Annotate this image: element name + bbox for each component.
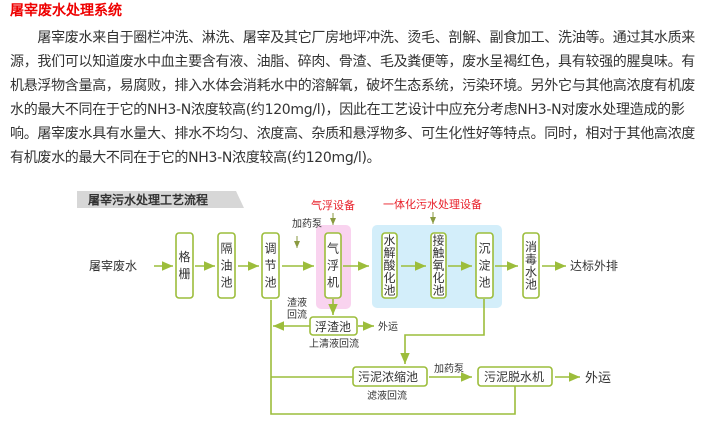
haul-away2-label: 外运	[585, 371, 611, 386]
sludge-dewaterer: 污泥脱水机	[484, 369, 544, 384]
input-label: 屠宰废水	[89, 258, 137, 273]
flow-arrows	[154, 261, 580, 415]
dosing-pump2-label: 加药泵	[434, 363, 464, 375]
haul-away-label: 外运	[378, 321, 398, 333]
process-unit-1: 隔油池	[220, 242, 232, 290]
paragraph-line: 机悬浮物含量高，易腐败，排入水体会消耗水中的溶解氧，破坏生态系统，污染环境。另外…	[10, 78, 695, 94]
dosing-pump-label: 加药泵	[292, 218, 322, 230]
paragraph-line: 响。屠宰废水具有水量大、排水不均匀、浓度高、杂质和悬浮物多、可生化性好等特点。同…	[10, 126, 695, 142]
paragraph-line: 源，我们可以知道废水中血主要含有液、油脂、碎肉、骨渣、毛及粪便等，废水呈褐红色，…	[10, 54, 695, 70]
sludge-thickener: 污泥浓缩池	[358, 369, 418, 384]
banner-bg	[77, 191, 244, 208]
process-unit-3: 气浮机	[327, 241, 339, 290]
process-unit-2: 调节池	[264, 242, 276, 290]
description-paragraph: 屠宰废水来自于圈栏冲洗、淋洗、屠宰及其它厂房地坪冲洗、烫毛、剖解、副食加工、洗油…	[10, 26, 719, 170]
unit-boxes	[175, 232, 553, 387]
paragraph-line: 水的最大不同在于它的NH3-N浓度较高(约120mg/l)，因此在工艺设计中应充…	[10, 102, 685, 118]
supernatant-return-label: 上清液回流	[309, 337, 359, 350]
scum-return-label: 渣液回流	[287, 296, 307, 321]
float-equipment-label: 气浮设备	[311, 198, 355, 212]
scum-tank: 浮渣池	[315, 320, 351, 334]
integrated-equipment-label: 一体化污水处理设备	[383, 197, 482, 211]
filtrate-return-label: 滤液回流	[367, 389, 407, 402]
process-unit-4: 水解酸化池	[383, 234, 395, 298]
process-unit-6: 沉淀池	[478, 242, 490, 290]
section-title: 屠宰废水处理系统	[10, 3, 122, 19]
output-label: 达标外排	[570, 259, 618, 273]
paragraph-line: 有机废水的最大不同在于它的NH3-N浓度较高(约120mg/l)。	[10, 150, 381, 166]
process-unit-0: 格栅	[178, 249, 190, 281]
diagram-banner: 屠宰污水处理工艺流程	[88, 192, 208, 207]
process-unit-7: 消毒水池	[525, 240, 537, 292]
paragraph-line: 屠宰废水来自于圈栏冲洗、淋洗、屠宰及其它厂房地坪冲洗、烫毛、剖解、副食加工、洗油…	[10, 30, 695, 46]
process-unit-5: 接触氧化池	[432, 233, 444, 298]
